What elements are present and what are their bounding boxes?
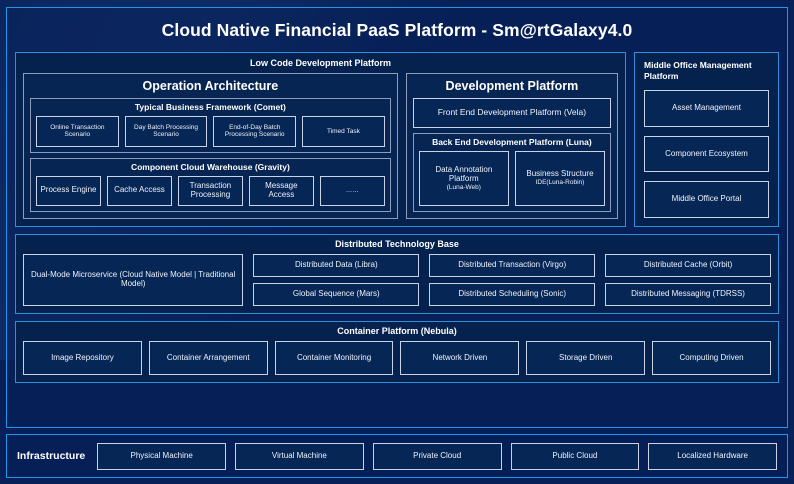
chip-image-repository[interactable]: Image Repository xyxy=(23,341,142,375)
distributed-column-2: Distributed Transaction (Virgo) Distribu… xyxy=(429,254,596,306)
operation-architecture-title: Operation Architecture xyxy=(142,79,279,93)
chip-distributed-transaction[interactable]: Distributed Transaction (Virgo) xyxy=(429,254,596,277)
platform-frame: Cloud Native Financial PaaS Platform - S… xyxy=(6,7,788,428)
middle-office-title: Middle Office Management Platform xyxy=(644,60,752,82)
infrastructure-section: Infrastructure Physical Machine Virtual … xyxy=(6,434,788,478)
low-code-title: Low Code Development Platform xyxy=(249,58,392,68)
operation-architecture-groups: Typical Business Framework (Comet) Onlin… xyxy=(30,98,391,212)
chip-data-annotation-platform[interactable]: Data Annotation Platform (Luna-Web) xyxy=(418,151,509,206)
distributed-column-3: Distributed Cache (Orbit) Distributed Me… xyxy=(605,254,772,306)
chip-end-of-day-batch-processing-scenario[interactable]: End-of-Day Batch Processing Scenario xyxy=(213,116,297,147)
chip-component-ecosystem[interactable]: Component Ecosystem xyxy=(644,135,769,173)
component-cloud-warehouse-items: Process Engine Cache Access Transaction … xyxy=(36,175,385,206)
low-code-columns: Operation Architecture Typical Business … xyxy=(23,73,618,219)
title-bar: Cloud Native Financial PaaS Platform - S… xyxy=(7,8,787,52)
platform-body: Low Code Development Platform Operation … xyxy=(7,52,787,427)
component-cloud-warehouse-group: Component Cloud Warehouse (Gravity) Proc… xyxy=(30,157,391,212)
middle-office-management-platform: Middle Office Management Platform Asset … xyxy=(634,52,779,227)
development-platform: Development Platform Front End Developme… xyxy=(405,73,618,219)
chip-container-monitoring[interactable]: Container Monitoring xyxy=(274,341,394,375)
chip-distributed-scheduling[interactable]: Distributed Scheduling (Sonic) xyxy=(429,283,596,306)
operation-architecture: Operation Architecture Typical Business … xyxy=(23,73,398,219)
component-cloud-warehouse-title: Component Cloud Warehouse (Gravity) xyxy=(130,161,290,172)
typical-business-framework-title: Typical Business Framework (Comet) xyxy=(134,102,286,112)
chip-cache-access[interactable]: Cache Access xyxy=(106,175,172,206)
back-end-development-platform-items: Data Annotation Platform (Luna-Web) Busi… xyxy=(418,151,606,206)
distributed-column-1: Distributed Data (Libra) Global Sequence… xyxy=(253,254,420,306)
back-end-development-platform-title: Back End Development Platform (Luna) xyxy=(432,137,592,147)
chip-front-end-development-platform[interactable]: Front End Development Platform (Vela) xyxy=(412,98,611,128)
infrastructure-items: Physical Machine Virtual Machine Private… xyxy=(97,442,778,470)
chip-dual-mode-microservice[interactable]: Dual-Mode Microservice (Cloud Native Mod… xyxy=(23,254,244,306)
chip-physical-machine[interactable]: Physical Machine xyxy=(97,442,227,470)
chip-day-batch-processing-scenario[interactable]: Day Batch Processing Scenario xyxy=(124,116,208,147)
container-platform: Container Platform (Nebula) Image Reposi… xyxy=(15,321,779,383)
chip-data-annotation-platform-name: Data Annotation Platform xyxy=(435,164,493,183)
chip-ellipsis[interactable]: …… xyxy=(319,175,385,206)
chip-storage-driven[interactable]: Storage Driven xyxy=(526,341,646,375)
distributed-technology-base-body: Dual-Mode Microservice (Cloud Native Mod… xyxy=(23,254,772,306)
chip-private-cloud[interactable]: Private Cloud xyxy=(372,442,502,470)
chip-business-structure-ide-sub: IDE(Luna-Robin) xyxy=(535,179,585,187)
chip-transaction-processing[interactable]: Transaction Processing xyxy=(177,175,243,206)
chip-business-structure-ide-name: Business Structure xyxy=(526,169,594,179)
low-code-development-platform: Low Code Development Platform Operation … xyxy=(15,52,626,227)
chip-virtual-machine[interactable]: Virtual Machine xyxy=(235,442,364,470)
chip-online-transaction-scenario[interactable]: Online Transaction Scenario xyxy=(36,116,119,147)
chip-message-access[interactable]: Message Access xyxy=(248,175,314,206)
back-end-development-platform-group: Back End Development Platform (Luna) Dat… xyxy=(412,133,611,212)
page-title: Cloud Native Financial PaaS Platform - S… xyxy=(161,19,633,40)
middle-office-items: Asset Management Component Ecosystem Mid… xyxy=(644,90,769,219)
development-platform-title: Development Platform xyxy=(445,79,579,93)
chip-data-annotation-platform-sub: (Luna-Web) xyxy=(446,183,481,191)
chip-asset-management[interactable]: Asset Management xyxy=(644,90,769,127)
chip-distributed-cache[interactable]: Distributed Cache (Orbit) xyxy=(605,254,772,277)
chip-process-engine[interactable]: Process Engine xyxy=(36,175,101,206)
chip-network-driven[interactable]: Network Driven xyxy=(400,341,520,375)
chip-public-cloud[interactable]: Public Cloud xyxy=(510,442,640,470)
chip-middle-office-portal[interactable]: Middle Office Portal xyxy=(644,181,769,219)
chip-localized-hardware[interactable]: Localized Hardware xyxy=(648,442,778,470)
chip-computing-driven[interactable]: Computing Driven xyxy=(652,341,771,375)
typical-business-framework-items: Online Transaction Scenario Day Batch Pr… xyxy=(36,116,385,147)
chip-global-sequence[interactable]: Global Sequence (Mars) xyxy=(253,283,420,306)
distributed-technology-base-title: Distributed Technology Base xyxy=(335,239,459,249)
chip-distributed-data[interactable]: Distributed Data (Libra) xyxy=(253,254,420,277)
chip-distributed-messaging[interactable]: Distributed Messaging (TDRSS) xyxy=(605,283,772,306)
container-platform-title: Container Platform (Nebula) xyxy=(337,326,457,336)
chip-container-arrangement[interactable]: Container Arrangement xyxy=(148,341,268,375)
chip-timed-task[interactable]: Timed Task xyxy=(302,116,385,147)
chip-business-structure-ide[interactable]: Business Structure IDE(Luna-Robin) xyxy=(514,151,606,206)
container-platform-items: Image Repository Container Arrangement C… xyxy=(23,341,771,375)
infrastructure-label: Infrastructure xyxy=(17,450,86,462)
typical-business-framework-group: Typical Business Framework (Comet) Onlin… xyxy=(30,98,391,153)
development-platform-body: Front End Development Platform (Vela) Ba… xyxy=(412,98,611,212)
distributed-technology-base: Distributed Technology Base Dual-Mode Mi… xyxy=(15,234,779,314)
top-row: Low Code Development Platform Operation … xyxy=(15,52,779,227)
